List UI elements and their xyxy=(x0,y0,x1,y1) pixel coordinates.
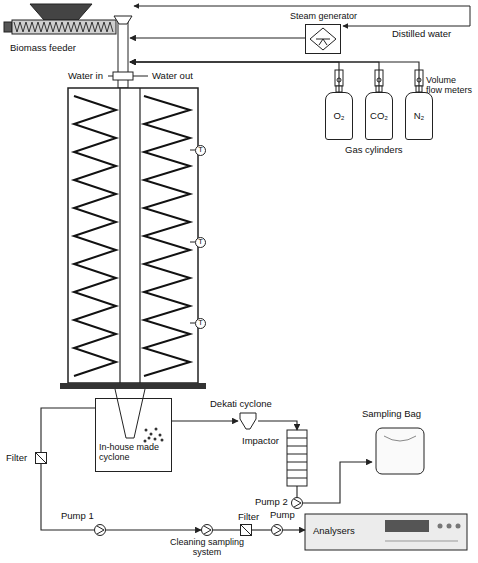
cyclone-cone xyxy=(115,389,145,438)
feeder: Biomass feeder xyxy=(5,5,130,67)
node-label: In-house made cyclone xyxy=(99,443,169,463)
flow-line xyxy=(283,529,305,530)
supply-line xyxy=(470,6,471,26)
steam-symbol xyxy=(310,28,336,50)
gas-cylinder: N₂ xyxy=(405,92,433,140)
feeder-screw-tube xyxy=(12,20,116,34)
feeder-hopper xyxy=(30,4,92,20)
water-line xyxy=(343,26,470,27)
gas-cylinder: O₂ xyxy=(325,92,353,140)
gas-cylinder: CO₂ xyxy=(365,92,393,140)
flow-line xyxy=(41,408,95,452)
flow-line xyxy=(213,529,240,530)
node-label: Filter xyxy=(6,453,27,463)
pump: Pump 1 xyxy=(94,524,106,536)
sampling-bag: Sampling Bag xyxy=(372,425,426,477)
screw-thread xyxy=(14,22,113,32)
dekati-symbol xyxy=(240,413,256,429)
node-label: Analysers xyxy=(313,526,355,536)
impactor: Impactor xyxy=(287,430,307,486)
flow-line xyxy=(130,37,305,38)
reactor-flange xyxy=(60,383,206,389)
analyser-knob xyxy=(438,524,461,529)
node-label: Dekati cyclone xyxy=(210,399,272,409)
water-pipe xyxy=(108,76,148,77)
node-label: O₂ xyxy=(333,111,344,121)
cyclone: In-house made cyclone xyxy=(95,398,172,472)
free-label: Volume flow meters xyxy=(426,76,474,96)
sampling-bag xyxy=(376,428,424,474)
flow-line xyxy=(130,62,379,92)
analyser-slot xyxy=(385,541,458,542)
reactor-shell xyxy=(68,88,198,383)
heating-coil xyxy=(74,96,190,376)
flow-line xyxy=(130,62,339,92)
node-label: N₂ xyxy=(414,111,425,121)
pump: Pump 2 xyxy=(291,497,303,509)
flow-line xyxy=(172,420,238,421)
flow-line xyxy=(106,529,201,530)
thermocouple: T xyxy=(195,237,206,248)
cleaning-system: Cleaning sampling system xyxy=(201,524,213,536)
steam-generator: Steam generator xyxy=(305,24,341,54)
node-label: Filter xyxy=(238,512,259,522)
flow-line xyxy=(130,62,419,92)
node-label: Pump 2 xyxy=(255,497,288,507)
node-label: Steam generator xyxy=(290,12,357,22)
node-label: Cleaning sampling system xyxy=(157,538,257,558)
flow-line xyxy=(296,486,297,497)
free-label: Distilled water xyxy=(392,29,451,39)
node-label: Pump xyxy=(270,510,295,520)
node-label: Pump 1 xyxy=(61,511,94,521)
dekati-cyclone: Dekati cyclone xyxy=(238,413,258,429)
node-label: Impactor xyxy=(242,436,279,446)
node-label: T xyxy=(198,146,203,154)
pump: Pump xyxy=(271,524,283,536)
node-label: T xyxy=(198,319,203,327)
feeder-motor xyxy=(4,22,12,32)
impactor-body xyxy=(287,430,307,486)
filter: Filter xyxy=(240,524,252,536)
filter-symbol xyxy=(35,452,252,536)
impactor-stage xyxy=(287,438,307,478)
free-label: Water in xyxy=(68,71,103,81)
flow-line xyxy=(303,462,372,503)
flow-line xyxy=(252,529,271,530)
node-label: CO₂ xyxy=(370,111,388,121)
thermocouple: T xyxy=(195,318,206,329)
feed-funnel xyxy=(114,16,132,24)
flow-line xyxy=(41,464,94,530)
free-label: Water out xyxy=(152,71,193,81)
filter: Filter xyxy=(35,452,47,464)
analysers: Analysers xyxy=(305,514,467,550)
bag-fold xyxy=(384,436,416,441)
thermocouple-lead xyxy=(190,150,195,323)
analyser-display xyxy=(385,520,429,532)
particles xyxy=(144,428,164,443)
steam-symbol xyxy=(316,39,330,45)
node-label: Sampling Bag xyxy=(362,409,421,419)
node-label: Biomass feeder xyxy=(10,43,76,53)
supply-line xyxy=(134,6,470,7)
cooling-jacket xyxy=(113,72,133,80)
analyser-box xyxy=(305,514,467,550)
thermocouple: T xyxy=(195,145,206,156)
reactor-tube xyxy=(120,88,140,383)
free-label: Gas cylinders xyxy=(345,145,403,155)
flow-line xyxy=(258,421,297,430)
node-label: T xyxy=(198,238,203,246)
